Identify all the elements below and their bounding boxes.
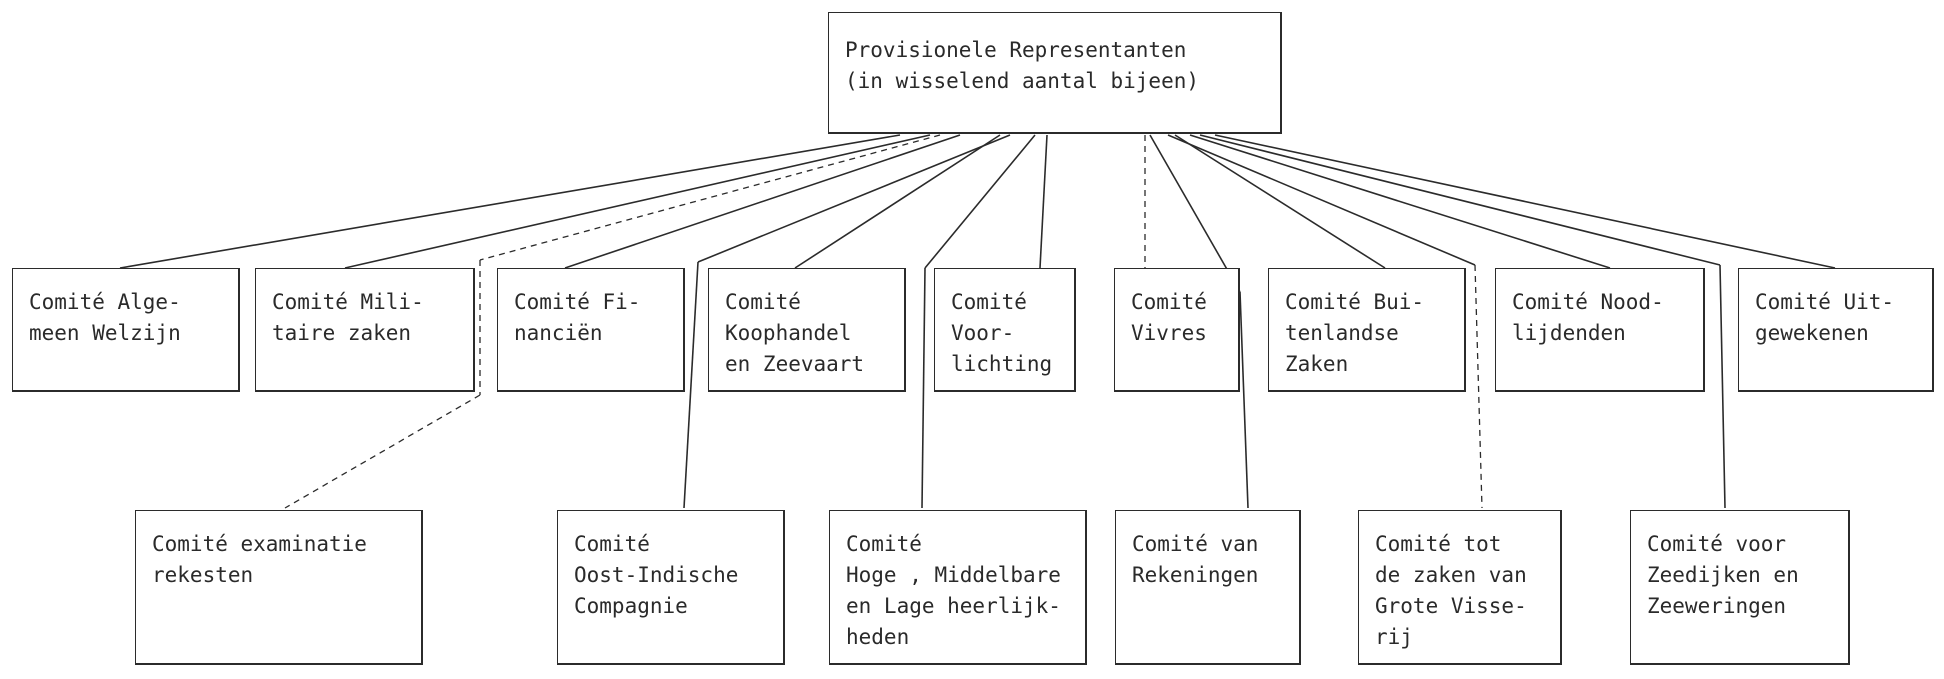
box-koophandel: Comité Koophandel en Zeevaart [708,268,906,392]
connector-uitgewekenen [1214,134,1836,269]
connector-examinatie-rekesten [479,134,941,261]
connector-militaire-zaken [344,134,931,269]
connector-noodlijdenden [1189,134,1611,269]
connector-zeedijken [1199,134,1721,266]
connector-financien [564,134,961,269]
connector-examinatie-rekesten-diagonal [284,394,481,509]
box-vivres: Comité Vivres [1114,268,1240,392]
box-voorlichting: Comité Voor- lichting [934,268,1076,392]
connector-grote-visserij-drop [1474,264,1483,509]
connector-zeedijken-drop [1719,264,1726,509]
box-uitgewekenen: Comité Uit- gewekenen [1738,268,1934,392]
connector-rekeningen-drop [1239,291,1249,509]
connector-oost-indische [697,134,1011,263]
box-representanten: Provisionele Representanten (in wisselen… [828,12,1282,134]
box-heerlijkheden: Comité Hoge , Middelbare en Lage heerlij… [829,510,1087,665]
connector-grote-visserij [1167,134,1476,266]
connector-koophandel [794,134,1001,269]
connector-heerlijkheden-drop [921,267,926,509]
box-grote-visserij: Comité tot de zaken van Grote Visse- rij [1358,510,1562,665]
box-oost-indische: Comité Oost-Indische Compagnie [557,510,785,665]
connector-rekeningen [1149,134,1241,293]
connector-buitenlandse-zaken [1174,134,1386,269]
box-buitenlandse-zaken: Comité Bui- tenlandse Zaken [1268,268,1466,392]
box-zeedijken: Comité voor Zeedijken en Zeeweringen [1630,510,1850,665]
box-noodlijdenden: Comité Nood- lijdenden [1495,268,1705,392]
connector-algemeen-welzijn [119,134,901,269]
box-financien: Comité Fi- nanciën [497,268,685,392]
box-examinatie-rekesten: Comité examinatie rekesten [135,510,423,665]
box-algemeen-welzijn: Comité Alge- meen Welzijn [12,268,240,392]
connector-heerlijkheden [924,134,1036,269]
box-rekeningen: Comité van Rekeningen [1115,510,1301,665]
box-militaire-zaken: Comité Mili- taire zaken [255,268,475,392]
connector-voorlichting [1039,134,1048,269]
connector-oost-indische-drop [683,261,699,509]
